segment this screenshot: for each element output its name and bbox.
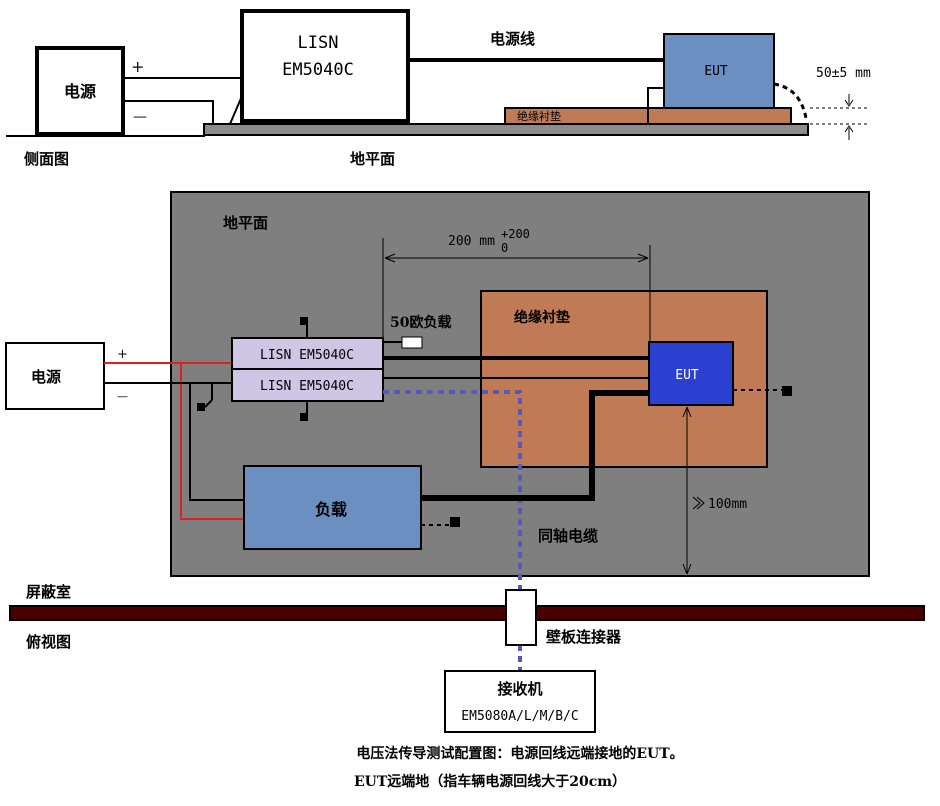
side-power-cable-label: 电源线 [490, 30, 535, 48]
top-minus-label: — [117, 390, 128, 403]
side-eut-return-wire [647, 87, 664, 124]
side-plus-label: + [131, 57, 144, 76]
receiver-line1: 接收机 [497, 680, 542, 698]
side-remote-ground [773, 82, 808, 119]
top-eut-box [648, 341, 734, 406]
caption-line2: EUT远端地（指车辆电源回线大于20cm） [354, 773, 626, 790]
dim200-zero: 0 [501, 241, 508, 255]
eut-remote-ground-point [782, 386, 792, 396]
side-height-arrow-bottom [844, 125, 854, 140]
top-view: 地平面 绝缘衬垫 200 mm +200 0 50欧负载 电源 + — [5, 191, 925, 733]
red-load-wire [180, 363, 244, 520]
load-label: 负载 [315, 500, 347, 519]
side-minus-label: — [133, 109, 147, 125]
lisn-top-ground-point [300, 317, 308, 325]
lisn2-box [231, 368, 384, 402]
caption-line1: 电压法传导测试配置图：电源回线远端接地的EUT。 [356, 745, 683, 762]
cable-eut-load [421, 390, 649, 501]
load-ground-point [450, 517, 460, 527]
receiver-box [444, 670, 596, 733]
side-lisn-ground-strap [229, 95, 243, 125]
side-view-label: 侧面图 [24, 150, 69, 168]
side-power-box [35, 46, 125, 136]
shield-wall [9, 605, 925, 621]
side-insulation-label: 绝缘衬垫 [517, 109, 561, 123]
side-lisn-line1: LISN [298, 33, 339, 53]
side-eut-label: EUT [704, 64, 728, 79]
side-height-label: 50±5 mm [816, 66, 871, 81]
lisn-bottom-ground-point [300, 413, 308, 421]
top-plus-label: + [117, 347, 128, 362]
top-ground-label: 地平面 [223, 214, 268, 232]
side-height-arrow-top [844, 94, 854, 107]
top-insulation-label: 绝缘衬垫 [514, 309, 570, 326]
side-lisn-box [240, 9, 410, 123]
side-eut-box [663, 33, 775, 109]
lisn2-label: LISN EM5040C [260, 379, 354, 394]
top-power-label: 电源 [31, 368, 61, 386]
black-load-wire [189, 383, 244, 501]
coax-cable [383, 390, 522, 590]
side-lisn-line2: EM5040C [282, 60, 354, 80]
top-view-label: 俯视图 [26, 633, 71, 651]
load-box [243, 465, 422, 550]
top-power-box [5, 342, 105, 410]
lisn-ground-link [204, 399, 213, 408]
side-ground-plane [203, 123, 809, 136]
dim200-main: 200 mm [448, 234, 495, 249]
lisn1-label: LISN EM5040C [260, 348, 354, 363]
lisn-ground-point [197, 403, 205, 411]
dim200-plus: +200 [501, 227, 530, 241]
receiver-line2: EM5080A/L/M/B/C [461, 709, 578, 724]
side-minus-wire [123, 100, 214, 124]
side-view: 电源 + — LISN EM5040C 电源线 绝缘衬垫 EUT 50±5 mm… [6, 9, 871, 168]
side-power-label: 电源 [64, 82, 96, 101]
lisn1-box [231, 337, 384, 370]
dim100-marker [692, 496, 705, 510]
dim100-label: 100mm [708, 497, 747, 512]
wall-connector [505, 589, 537, 646]
load50-resistor [401, 336, 423, 349]
shield-room-label: 屏蔽室 [26, 583, 71, 601]
dim200-arrows [384, 253, 649, 263]
load50-label: 50欧负载 [390, 314, 451, 331]
side-ground-label: 地平面 [350, 150, 395, 168]
top-eut-label: EUT [675, 368, 699, 383]
wall-connector-label: 壁板连接器 [546, 628, 622, 646]
coax-label: 同轴电缆 [538, 527, 598, 545]
dim100-arrows [682, 406, 692, 575]
